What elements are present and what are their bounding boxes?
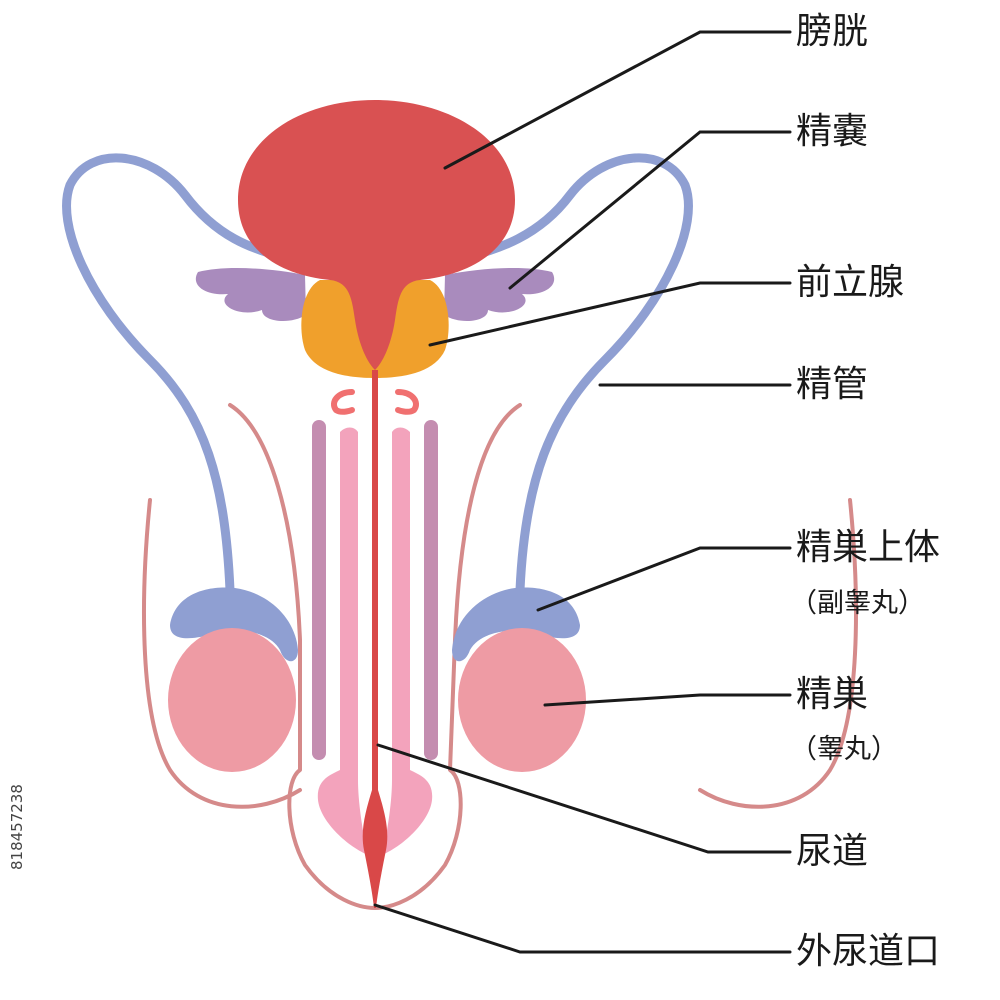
leader-line-orifice [375, 905, 790, 952]
stock-id: 818457238 [8, 760, 30, 870]
sphincter-mark-left [334, 392, 352, 412]
label-urethra: 尿道 [796, 834, 868, 870]
corpus-cavernosum-left [312, 420, 326, 760]
label-external-urethral-orifice: 外尿道口 [796, 934, 940, 970]
label-epididymis: 精巣上体 [796, 530, 940, 566]
label-bladder: 膀胱 [796, 14, 868, 50]
label-testis-alt: （睾丸） [790, 736, 898, 763]
seminal-vesicle-left [196, 268, 306, 321]
testis-right [458, 628, 586, 772]
testis-left [168, 628, 296, 772]
label-prostate: 前立腺 [796, 265, 904, 301]
urethra [363, 370, 388, 908]
label-seminal-vesicle: 精嚢 [796, 114, 868, 150]
seminal-vesicle-right [444, 268, 554, 321]
corpus-cavernosum-right [424, 420, 438, 760]
label-testis: 精巣 [796, 677, 868, 713]
leader-line-epididymis [538, 548, 790, 610]
leader-line-urethra [378, 745, 790, 852]
label-vas-deferens: 精管 [796, 367, 868, 403]
label-epididymis-alt: （副睾丸） [790, 590, 925, 617]
leader-line-bladder [445, 32, 790, 168]
sphincter-mark-right [398, 392, 416, 412]
bladder [238, 100, 515, 370]
